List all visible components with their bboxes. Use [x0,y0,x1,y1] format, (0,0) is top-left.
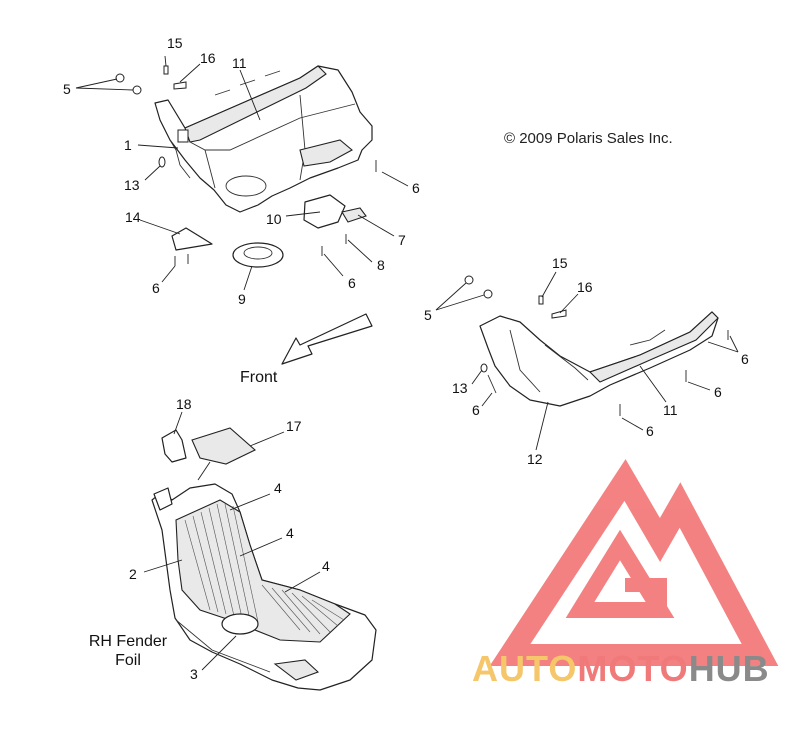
watermark-word-moto: MOTO [577,648,689,689]
callout-6: 6 [741,351,749,367]
callout-17: 17 [286,418,302,434]
callout-4: 4 [322,558,330,574]
callout-6: 6 [472,402,480,418]
callout-6: 6 [152,280,160,296]
callout-14: 14 [125,209,141,225]
callout-16: 16 [577,279,593,295]
part-7-clip [341,207,367,223]
callout-16: 16 [200,50,216,66]
callout-6: 6 [714,384,722,400]
fasteners-right [464,275,729,416]
copyright-notice: © 2009 Polaris Sales Inc. [504,130,673,147]
leaders-right [435,271,739,451]
callout-9: 9 [238,291,246,307]
callout-5: 5 [63,81,71,97]
callout-6: 6 [412,180,420,196]
watermark-logo [489,459,779,666]
part-13-washer-a [158,156,166,168]
callout-18: 18 [176,396,192,412]
part-9-grommet [232,242,284,268]
callout-5: 5 [424,307,432,323]
rh-caption-line2: Foil [115,652,141,669]
callout-6: 6 [348,275,356,291]
floor-mat-hatching [184,503,345,635]
rh-fender-foil-caption: RH Fender Foil [78,632,178,670]
rh-footwell-assembly [479,311,719,407]
watermark-text: AUTOMOTOHUB [472,648,770,690]
callout-2: 2 [129,566,137,582]
front-arrow [281,313,373,365]
callout-8: 8 [377,257,385,273]
leaders-lower [143,411,321,671]
callout-13: 13 [452,380,468,396]
callout-4: 4 [286,525,294,541]
callout-6: 6 [646,423,654,439]
callout-10: 10 [266,211,282,227]
callout-13: 13 [124,177,140,193]
rh-fender-foil-assembly [151,483,377,691]
part-14-bracket [171,227,213,251]
callout-3: 3 [190,666,198,682]
callout-11: 11 [663,402,678,418]
callout-7: 7 [398,232,406,248]
part-18-bracket [161,429,187,463]
callout-15: 15 [167,35,183,51]
watermark-word-auto: AUTO [472,648,578,689]
part-10-bracket [303,194,346,229]
front-direction-label: Front [240,369,278,386]
part-17-insulation-pad [191,427,256,465]
callout-12: 12 [527,451,543,467]
callout-11: 11 [232,55,247,71]
lh-fender-assembly [154,65,373,213]
callout-1: 1 [124,137,132,153]
callout-4: 4 [274,480,282,496]
watermark-word-hub: HUB [688,648,770,689]
rh-caption-line1: RH Fender [88,633,168,650]
leaders-upper-left [75,55,409,291]
callout-15: 15 [552,255,568,271]
